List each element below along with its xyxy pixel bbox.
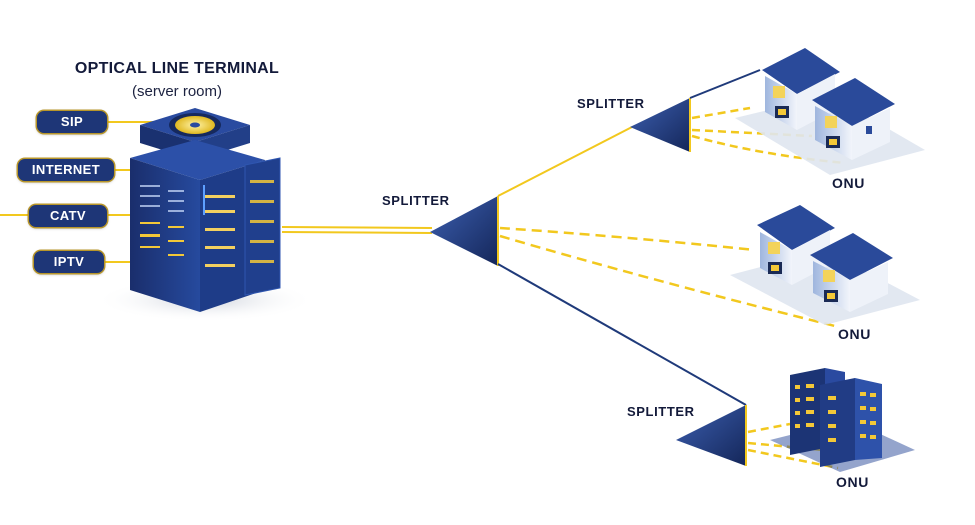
splitter-2-icon [630, 98, 691, 152]
fiber-to-splitter-2 [497, 126, 633, 197]
houses-group-2-icon [730, 205, 920, 325]
olt-subtitle: (server room) [131, 83, 222, 100]
onu-label-1: ONU [832, 175, 865, 191]
apartment-building-icon [770, 368, 915, 472]
onu-label-2: ONU [838, 326, 871, 342]
splitter-3-icon [676, 405, 747, 466]
feeder-fiber [281, 226, 433, 234]
olt-server-rack-icon [95, 108, 315, 322]
service-badge-sip: SIP [37, 111, 107, 133]
service-badge-catv: CATV [29, 205, 107, 227]
service-badge-iptv: IPTV [34, 251, 104, 273]
splitter-2-label: SPLITTER [577, 96, 645, 111]
fiber-to-house-top [689, 69, 761, 99]
fiber-to-splitter-3 [497, 263, 747, 406]
houses-group-1-icon [735, 48, 925, 175]
splitter-3-label: SPLITTER [627, 404, 695, 419]
splitter-1-label: SPLITTER [382, 193, 450, 208]
drop-fibers-group-2 [499, 226, 836, 328]
olt-title: OPTICAL LINE TERMINAL [74, 60, 280, 77]
onu-label-3: ONU [836, 474, 869, 490]
service-badge-internet: INTERNET [18, 159, 114, 181]
splitter-1-icon [430, 196, 499, 266]
